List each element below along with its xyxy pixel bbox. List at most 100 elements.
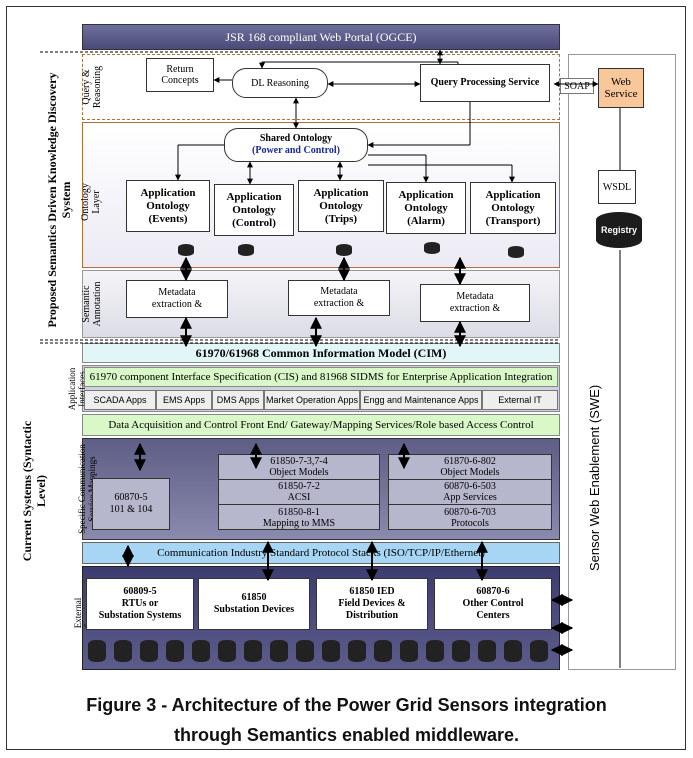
ext-3-l3: Centers [476, 610, 510, 621]
swe-label: Sensor Web Enablement (SWE) [587, 385, 605, 571]
metadata-2-l1: Metadata [320, 286, 358, 297]
ext-2-l3: Distribution [345, 610, 399, 621]
database-icon [374, 640, 392, 662]
app-ontology-alarm-l3: (Alarm) [407, 214, 445, 227]
dl-reasoning-box: DL Reasoning [232, 68, 328, 98]
mapping-mid-0-l2: Object Models [269, 467, 329, 478]
database-icon [400, 640, 418, 662]
layer-label-external: External Systems [73, 583, 93, 643]
app-ontology-events-l2: Ontology [146, 199, 190, 212]
metadata-2-l2: extraction & [313, 298, 365, 309]
database-icon [426, 640, 444, 662]
app-ontology-transport-l2: Ontology [491, 201, 535, 214]
current-systems-text: Current Systems (Syntactic Level) [20, 420, 48, 562]
metadata-1-l1: Metadata [158, 287, 196, 298]
wsdl-doc-icon: WSDL [598, 170, 636, 204]
portal-banner: JSR 168 compliant Web Portal (OGCE) [82, 24, 560, 50]
database-icon [508, 246, 524, 258]
metadata-1-l2: extraction & [151, 299, 203, 310]
app-ems-text: EMS Apps [162, 395, 206, 405]
app-ontology-control: Application Ontology (Control) [214, 184, 294, 236]
mapping-mid-1-l1: 61850-7-2 [278, 481, 320, 492]
shared-ontology-subtitle: (Power and Control) [252, 145, 340, 156]
database-icon [478, 640, 496, 662]
caption-line-1: Figure 3 - Architecture of the Power Gri… [86, 695, 607, 715]
data-acq-text: Data Acquisition and Control Front End/ … [108, 419, 534, 431]
database-icon [348, 640, 366, 662]
external-60809-5: 60809-5 RTUs or Substation Systems [86, 578, 194, 630]
portal-label: JSR 168 compliant Web Portal (OGCE) [225, 29, 417, 44]
app-ontology-control-l3: (Control) [232, 216, 276, 229]
caption-line-2: through Semantics enabled middleware. [173, 725, 520, 745]
database-icon [178, 244, 194, 256]
mapping-right-0-l1: 61870-6-802 [444, 456, 496, 467]
database-icon [88, 640, 106, 662]
mapping-60870-6-stack: 61870-6-802 Object Models 60870-6-503 Ap… [388, 454, 552, 530]
mapping-61850-stack: 61850-7-3,7-4 Object Models 61850-7-2 AC… [218, 454, 380, 530]
metadata-box-3: Metadata extraction & [420, 284, 530, 322]
current-systems-label: Current Systems (Syntactic Level) [20, 416, 50, 566]
cim-bar: 61970/61968 Common Information Model (CI… [82, 343, 560, 363]
app-engg: Engg and Maintenance Apps [360, 390, 482, 410]
metadata-3-l1: Metadata [456, 291, 494, 302]
database-icon [244, 640, 262, 662]
mapping-mid-2-l2: Mapping to MMS [262, 518, 336, 529]
web-service-l2: Service [604, 88, 638, 100]
layer-label-query-text: Query & Reasoning [81, 65, 103, 109]
web-service-l1: Web [611, 76, 631, 88]
ext-1-l2: Substation Devices [213, 604, 295, 615]
database-icon [166, 640, 184, 662]
app-dms-text: DMS Apps [216, 395, 260, 405]
figure-caption: Figure 3 - Architecture of the Power Gri… [0, 690, 693, 750]
app-ontology-control-l2: Ontology [232, 203, 276, 216]
figure-frame [6, 6, 686, 750]
protocol-stacks-bar: Communication Industry Standard Protocol… [82, 542, 560, 564]
mapping-right-0-l2: Object Models [440, 467, 500, 478]
app-ems: EMS Apps [156, 390, 212, 410]
layer-label-annotation-text: Semantic Annotation [81, 281, 103, 327]
database-icon [270, 640, 288, 662]
mapping-mid-1-l2: ACSI [287, 492, 311, 503]
ext-0-l2: RTUs or [121, 598, 159, 609]
database-icon [504, 640, 522, 662]
layer-label-ontology: Ontology Layer [80, 177, 102, 227]
app-ontology-alarm-l2: Ontology [404, 201, 448, 214]
app-ontology-alarm: Application Ontology (Alarm) [386, 182, 466, 234]
mapping-left-l1: 60870-5 [114, 492, 148, 503]
app-ontology-alarm-l1: Application [398, 188, 454, 201]
app-ontology-trips-l2: Ontology [319, 199, 363, 212]
shared-ontology-title: Shared Ontology [259, 133, 333, 144]
external-61850-ied: 61850 IED Field Devices & Distribution [316, 578, 428, 630]
ext-2-l2: Field Devices & [338, 598, 406, 609]
swe-text: Sensor Web Enablement (SWE) [587, 384, 602, 571]
mapping-60870-row: 60870-6-703 Protocols [389, 505, 551, 531]
ext-3-l1: 60870-6 [476, 586, 510, 597]
cis-bar: 61970 component Interface Specification … [84, 367, 558, 387]
mapping-60870-5: 60870-5 101 & 104 [92, 478, 170, 530]
app-ontology-transport-l3: (Transport) [485, 214, 541, 227]
app-engg-text: Engg and Maintenance Apps [363, 395, 479, 405]
metadata-3-l2: extraction & [449, 303, 501, 314]
soap-text: SOAP [564, 80, 590, 92]
dl-reasoning-text: DL Reasoning [251, 77, 309, 89]
database-icon [452, 640, 470, 662]
database-icon [218, 640, 236, 662]
protocol-stacks-text: Communication Industry Standard Protocol… [157, 547, 485, 559]
app-ontology-events: Application Ontology (Events) [126, 180, 210, 232]
shared-ontology-box: Shared Ontology (Power and Control) [224, 128, 368, 162]
database-icon [140, 640, 158, 662]
mapping-61850-row: 61850-7-2 ACSI [219, 480, 379, 505]
app-scada-text: SCADA Apps [93, 395, 147, 405]
database-icon [192, 640, 210, 662]
mapping-60870-row: 60870-6-503 App Services [389, 480, 551, 505]
layer-label-interfaces: Application Interfaces [67, 359, 87, 419]
layer-label-query: Query & Reasoning [81, 57, 103, 117]
registry-database-icon: Registry [596, 212, 642, 248]
database-icon [238, 244, 254, 256]
metadata-box-2: Metadata extraction & [288, 280, 390, 316]
external-60870-6: 60870-6 Other Control Centers [434, 578, 552, 630]
app-ontology-control-l1: Application [226, 190, 282, 203]
web-service-box: Web Service [598, 68, 644, 108]
return-concepts-text: Return Concepts [161, 64, 199, 86]
data-acq-bar: Data Acquisition and Control Front End/ … [82, 414, 560, 436]
